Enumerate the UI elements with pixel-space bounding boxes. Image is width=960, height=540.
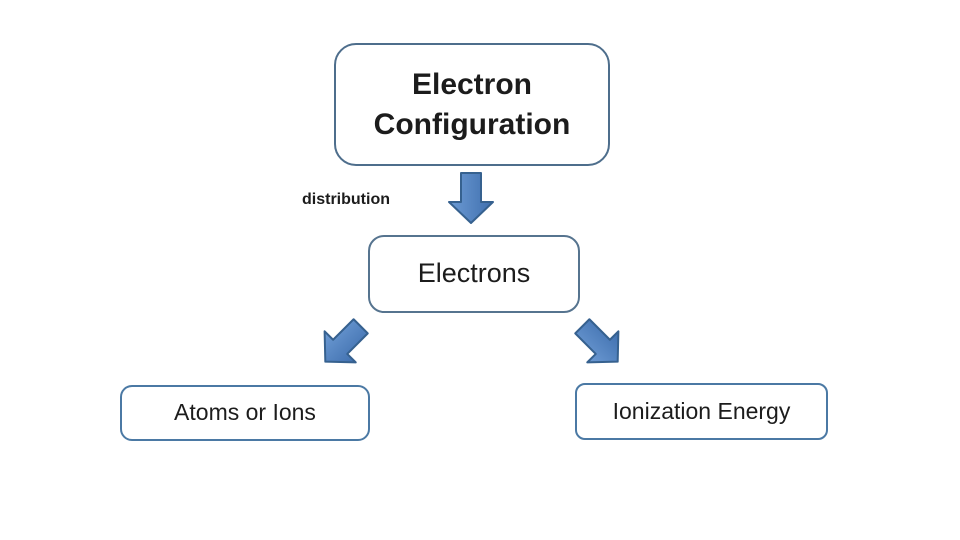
node-electron-configuration: Electron Configuration xyxy=(334,43,610,166)
node-electrons-label: Electrons xyxy=(417,258,531,289)
down-right-arrow-shape xyxy=(574,318,620,364)
down-right-arrow-icon xyxy=(574,318,620,364)
node-electron-configuration-label: Electron Configuration xyxy=(373,67,571,141)
node-atoms-or-ions-label: Atoms or Ions xyxy=(174,399,316,426)
down-left-arrow-shape xyxy=(323,318,369,364)
node-atoms-or-ions: Atoms or Ions xyxy=(120,385,370,441)
down-left-arrow-icon xyxy=(323,318,369,364)
node-electrons: Electrons xyxy=(368,235,580,313)
down-arrow-icon xyxy=(448,172,494,224)
node-ionization-energy-label: Ionization Energy xyxy=(612,397,791,424)
down-arrow-shape xyxy=(448,172,494,224)
edge-label-distribution: distribution xyxy=(302,191,390,208)
node-ionization-energy: Ionization Energy xyxy=(575,383,828,440)
